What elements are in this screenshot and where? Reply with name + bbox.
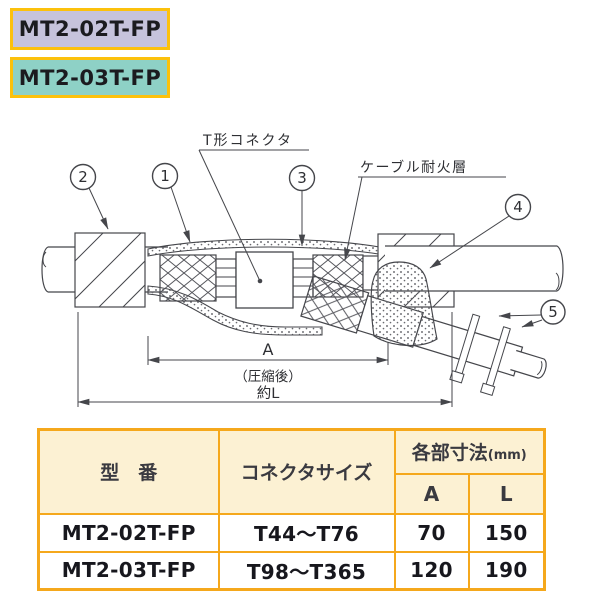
callout-2: 2	[69, 163, 109, 230]
svg-text:1: 1	[160, 167, 170, 185]
binding-strap-2	[479, 326, 511, 397]
callout-5: 5	[498, 299, 566, 328]
cell-l-1: 150	[467, 512, 546, 553]
product-badge-mt2-02t-fp: MT2-02T-FP	[10, 8, 170, 50]
dim-a-note: （圧縮後）	[234, 369, 302, 385]
svg-text:T形コネクタ: T形コネクタ	[202, 133, 293, 149]
dim-a-label: A	[263, 340, 274, 359]
callout-3: 3	[288, 164, 316, 247]
svg-text:3: 3	[297, 169, 307, 187]
svg-text:ケーブル耐火層: ケーブル耐火層	[360, 159, 468, 176]
extension-lines	[77, 312, 453, 407]
header-dimensions-group: 各部寸法(mm)	[393, 428, 546, 475]
cell-l-2: 190	[467, 550, 546, 591]
cell-size-2: T98〜T365	[217, 550, 396, 591]
header-col-a: A	[393, 472, 470, 515]
callout-4: 4	[429, 193, 532, 269]
table-row: MT2-03T-FP T98〜T365 120 190	[37, 550, 546, 591]
svg-text:2: 2	[78, 168, 88, 186]
fireproof-dome	[370, 261, 438, 347]
table-row: MT2-02T-FP T44〜T76 70 150	[37, 512, 546, 553]
product-badge-mt2-03t-fp: MT2-03T-FP	[10, 57, 170, 98]
header-model: 型 番	[37, 428, 220, 515]
sleeve-left	[74, 232, 146, 308]
svg-text:5: 5	[548, 303, 558, 321]
cell-a-1: 70	[393, 512, 470, 553]
t-connector-body	[235, 251, 294, 309]
header-col-l: L	[467, 472, 546, 515]
crimp-crosshatch-left	[159, 254, 217, 302]
label-t-connector: T形コネクタ	[198, 133, 309, 284]
dimension-a: A （圧縮後）	[147, 340, 389, 385]
header-connector-size: コネクタサイズ	[217, 428, 396, 515]
dim-l-label: 約L	[257, 385, 280, 402]
dimension-l: 約L	[77, 385, 453, 406]
header-dimensions-text: 各部寸法	[411, 442, 488, 465]
cell-size-1: T44〜T76	[217, 512, 396, 553]
spec-table: 型 番 コネクタサイズ 各部寸法(mm) A L MT2-02T-FP T44〜…	[37, 428, 546, 591]
label-fireproof-layer: ケーブル耐火層	[344, 159, 506, 261]
binding-strap-1	[449, 313, 481, 384]
cell-model-2: MT2-03T-FP	[37, 550, 220, 591]
svg-text:4: 4	[513, 198, 523, 216]
header-dimensions-unit: (mm)	[487, 448, 527, 464]
cell-a-2: 120	[393, 550, 470, 591]
main-cable-right	[385, 245, 564, 292]
callout-1: 1	[151, 162, 191, 243]
joint-cross-section-diagram: A （圧縮後） 約L T形コネクタ ケーブル耐火層 2 1 3 4	[41, 133, 566, 407]
cell-model-1: MT2-02T-FP	[37, 512, 220, 553]
